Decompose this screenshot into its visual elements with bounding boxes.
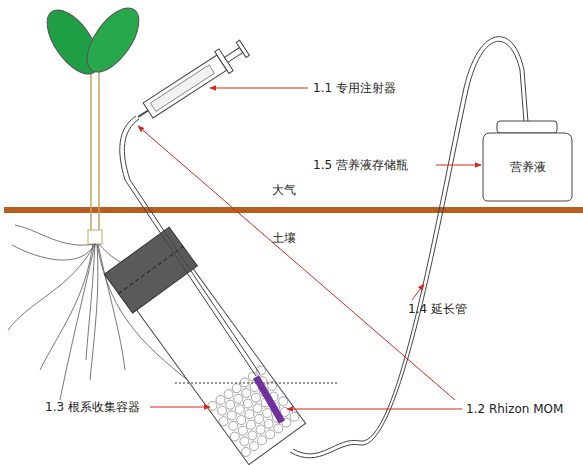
- callout-label: 1.3 根系收集容器: [45, 400, 140, 414]
- callout-label: 1.1 专用注射器: [313, 81, 396, 95]
- substrate-bead: [277, 395, 290, 408]
- sleeve: [104, 227, 197, 313]
- region-label: 大气: [272, 183, 296, 197]
- node-text: 营养液: [510, 159, 546, 176]
- sampling-tube: [120, 116, 260, 376]
- nutrient-bottle: [483, 121, 572, 201]
- extension-tube: [290, 37, 528, 458]
- seedling: [37, 0, 149, 244]
- callout-label: 1.2 Rhizon MOM: [466, 402, 563, 416]
- callout-label: 1.5 营养液存储瓶: [313, 158, 408, 172]
- substrate-bead: [288, 410, 301, 423]
- region-label: 土壤: [272, 231, 296, 245]
- leader-lines: [138, 88, 481, 409]
- root-container: [104, 227, 309, 465]
- bottle-node: 营养液: [484, 134, 571, 200]
- rhizon-mom: [256, 377, 282, 422]
- callout-label: 1.4 延长管: [408, 302, 467, 316]
- substrate-bead: [255, 364, 268, 377]
- syringe: [131, 37, 252, 128]
